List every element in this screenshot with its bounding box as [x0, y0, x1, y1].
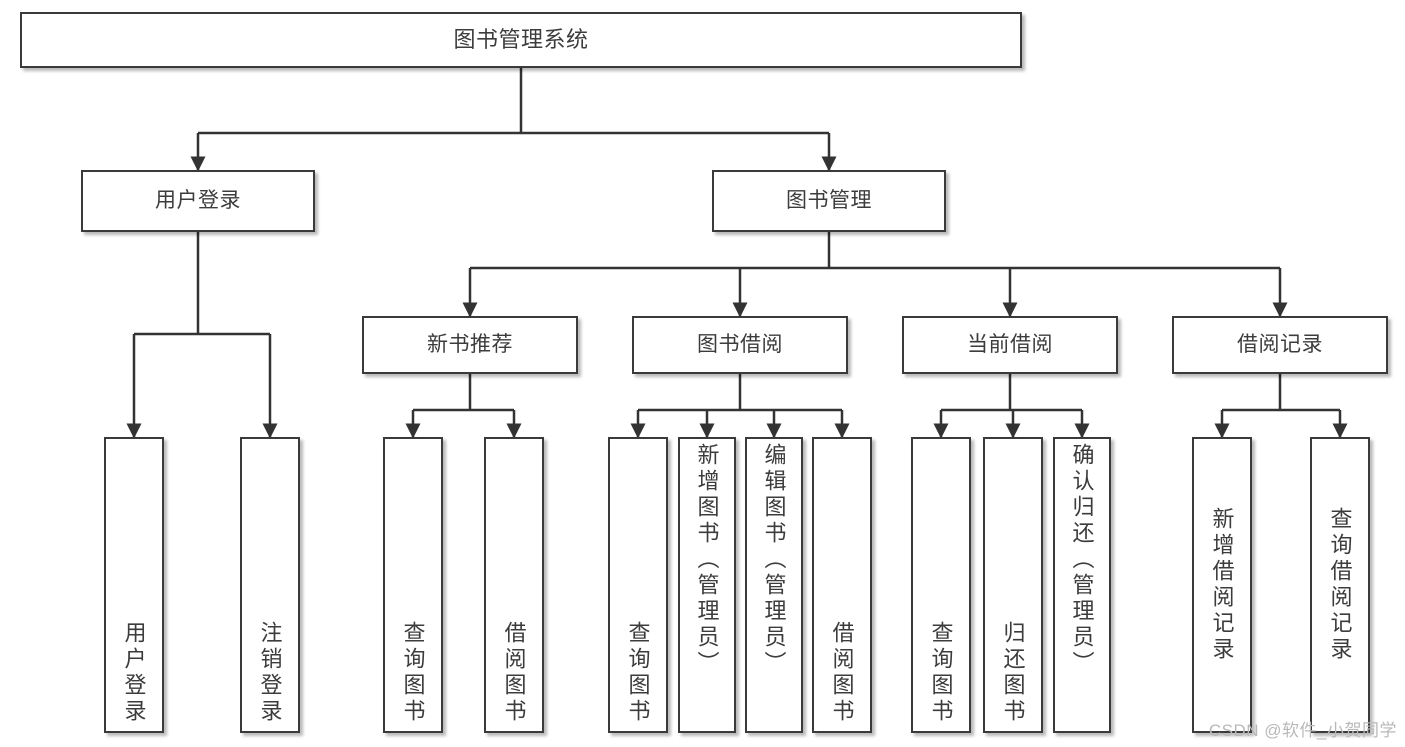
node-leaf-logout-label: 注销登录 [257, 621, 283, 725]
node-leaf-return-book[interactable]: 归还图书 [983, 437, 1043, 733]
node-leaf-query-book-1[interactable]: 查询图书 [383, 437, 443, 733]
node-book-manage[interactable]: 图书管理 [712, 170, 946, 232]
node-leaf-query-record[interactable]: 查询借阅记录 [1310, 437, 1370, 733]
node-user-login-label: 用户登录 [155, 188, 241, 212]
node-leaf-borrow-book-2-label: 借阅图书 [829, 621, 855, 725]
node-leaf-add-book[interactable]: 新增图书（管理员） [678, 437, 736, 733]
node-leaf-edit-book-label: 编辑图书（管理员） [761, 443, 787, 677]
node-leaf-query-book-2[interactable]: 查询图书 [608, 437, 668, 733]
watermark: CSDN @软件_小贺同学 [1208, 721, 1397, 740]
node-root[interactable]: 图书管理系统 [20, 12, 1022, 68]
node-book-borrow-label: 图书借阅 [697, 332, 783, 356]
node-borrow-record-label: 借阅记录 [1237, 332, 1323, 356]
node-leaf-query-book-1-label: 查询图书 [400, 621, 426, 725]
node-leaf-borrow-book-1-label: 借阅图书 [501, 621, 527, 725]
node-leaf-logout[interactable]: 注销登录 [240, 437, 300, 733]
node-book-manage-label: 图书管理 [786, 188, 872, 212]
node-borrow-record[interactable]: 借阅记录 [1172, 316, 1388, 374]
node-user-login[interactable]: 用户登录 [81, 170, 315, 232]
node-leaf-add-record-label: 新增借阅记录 [1209, 507, 1235, 663]
node-leaf-borrow-book-1[interactable]: 借阅图书 [484, 437, 544, 733]
node-book-borrow[interactable]: 图书借阅 [632, 316, 848, 374]
node-leaf-query-book-3[interactable]: 查询图书 [911, 437, 971, 733]
node-leaf-return-book-label: 归还图书 [1000, 621, 1026, 725]
node-leaf-add-record[interactable]: 新增借阅记录 [1192, 437, 1252, 733]
node-leaf-add-book-label: 新增图书（管理员） [694, 443, 720, 677]
node-leaf-confirm-return[interactable]: 确认归还（管理员） [1053, 437, 1111, 733]
node-leaf-query-book-3-label: 查询图书 [928, 621, 954, 725]
node-leaf-confirm-return-label: 确认归还（管理员） [1069, 443, 1095, 677]
node-new-book-recommend-label: 新书推荐 [427, 332, 513, 356]
node-leaf-edit-book[interactable]: 编辑图书（管理员） [745, 437, 803, 733]
node-new-book-recommend[interactable]: 新书推荐 [362, 316, 578, 374]
node-leaf-query-record-label: 查询借阅记录 [1327, 507, 1353, 663]
node-leaf-borrow-book-2[interactable]: 借阅图书 [812, 437, 872, 733]
node-current-borrow-label: 当前借阅 [967, 332, 1053, 356]
node-root-label: 图书管理系统 [453, 27, 589, 53]
node-current-borrow[interactable]: 当前借阅 [902, 316, 1118, 374]
node-leaf-user-login[interactable]: 用户登录 [104, 437, 164, 733]
node-leaf-user-login-label: 用户登录 [121, 621, 147, 725]
node-leaf-query-book-2-label: 查询图书 [625, 621, 651, 725]
